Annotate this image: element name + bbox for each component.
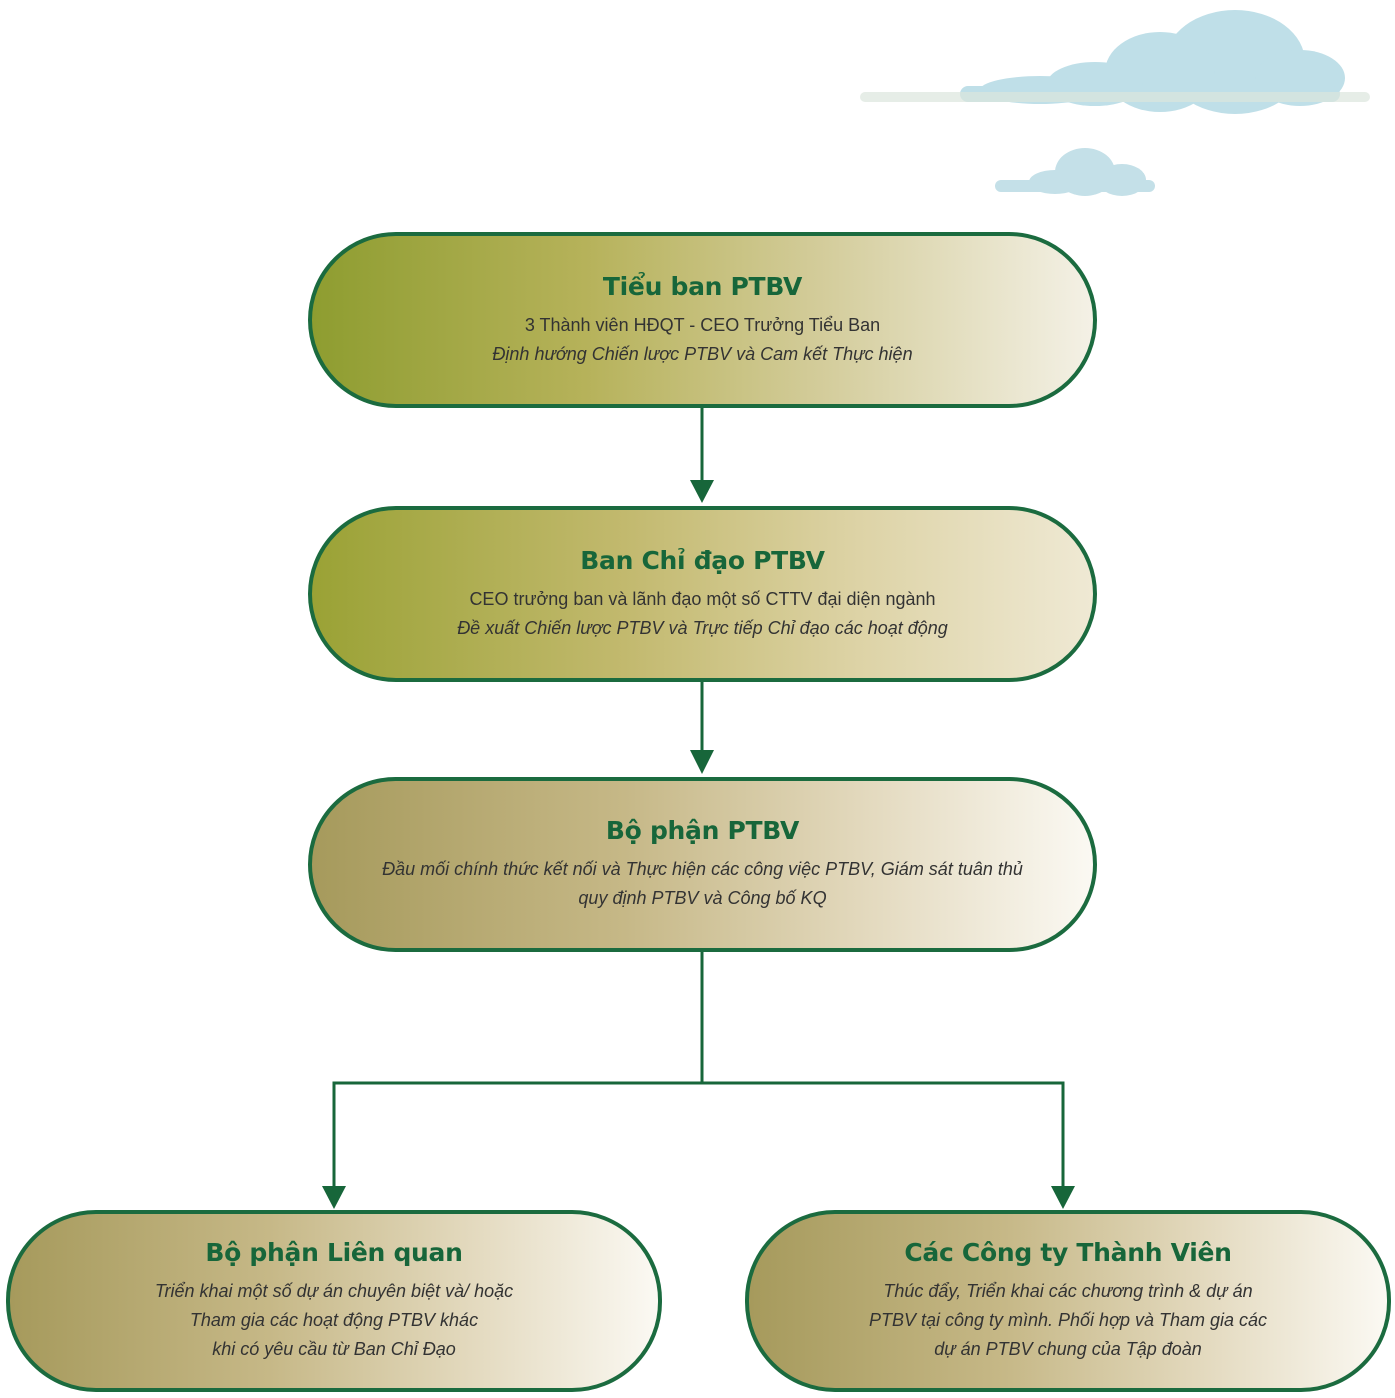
node-bo-phan-ptbv: Bộ phận PTBV Đầu mối chính thức kết nối … bbox=[308, 777, 1097, 952]
cloud-decoration bbox=[860, 10, 1370, 196]
node-line: Đề xuất Chiến lược PTBV và Trực tiếp Chỉ… bbox=[457, 617, 948, 638]
arrowhead-icon bbox=[322, 1186, 346, 1209]
connector-to-related bbox=[332, 952, 704, 1188]
node-line: Tham gia các hoạt động PTBV khác bbox=[189, 1310, 479, 1330]
node-tieu-ban: Tiểu ban PTBV 3 Thành viên HĐQT - CEO Tr… bbox=[308, 232, 1097, 408]
node-bo-phan-lien-quan: Bộ phận Liên quan Triển khai một số dự á… bbox=[6, 1210, 662, 1392]
connector-to-members bbox=[702, 1081, 1065, 1188]
arrowhead-icon bbox=[1051, 1186, 1075, 1209]
node-line: CEO trưởng ban và lãnh đạo một số CTTV đ… bbox=[469, 588, 936, 609]
node-title: Các Công ty Thành Viên bbox=[904, 1238, 1232, 1267]
arrowhead-icon bbox=[690, 480, 714, 503]
node-line: PTBV tại công ty mình. Phối hợp và Tham … bbox=[868, 1310, 1268, 1330]
node-line: Triển khai một số dự án chuyên biệt và/ … bbox=[154, 1281, 514, 1301]
small-cloud-icon bbox=[995, 148, 1155, 196]
node-line: quy định PTBV và Công bố KQ bbox=[578, 888, 827, 908]
node-title: Bộ phận Liên quan bbox=[205, 1238, 463, 1267]
cloud-haze bbox=[860, 92, 1370, 102]
node-line: khi có yêu cầu từ Ban Chỉ Đạo bbox=[212, 1339, 456, 1359]
arrowhead-icon bbox=[690, 750, 714, 774]
node-line: 3 Thành viên HĐQT - CEO Trưởng Tiểu Ban bbox=[524, 314, 881, 335]
node-title: Ban Chỉ đạo PTBV bbox=[580, 545, 825, 575]
node-cong-ty-thanh-vien: Các Công ty Thành Viên Thúc đẩy, Triển k… bbox=[745, 1210, 1391, 1392]
node-title: Tiểu ban PTBV bbox=[602, 271, 803, 301]
node-line: Thúc đẩy, Triển khai các chương trình & … bbox=[883, 1281, 1253, 1301]
node-ban-chi-dao: Ban Chỉ đạo PTBV CEO trưởng ban và lãnh … bbox=[308, 506, 1097, 682]
node-line: Đầu mối chính thức kết nối và Thực hiện … bbox=[382, 859, 1023, 879]
node-line: dự án PTBV chung của Tập đoàn bbox=[934, 1339, 1202, 1359]
node-title: Bộ phận PTBV bbox=[605, 816, 800, 845]
node-line: Định hướng Chiến lược PTBV và Cam kết Th… bbox=[492, 343, 913, 364]
